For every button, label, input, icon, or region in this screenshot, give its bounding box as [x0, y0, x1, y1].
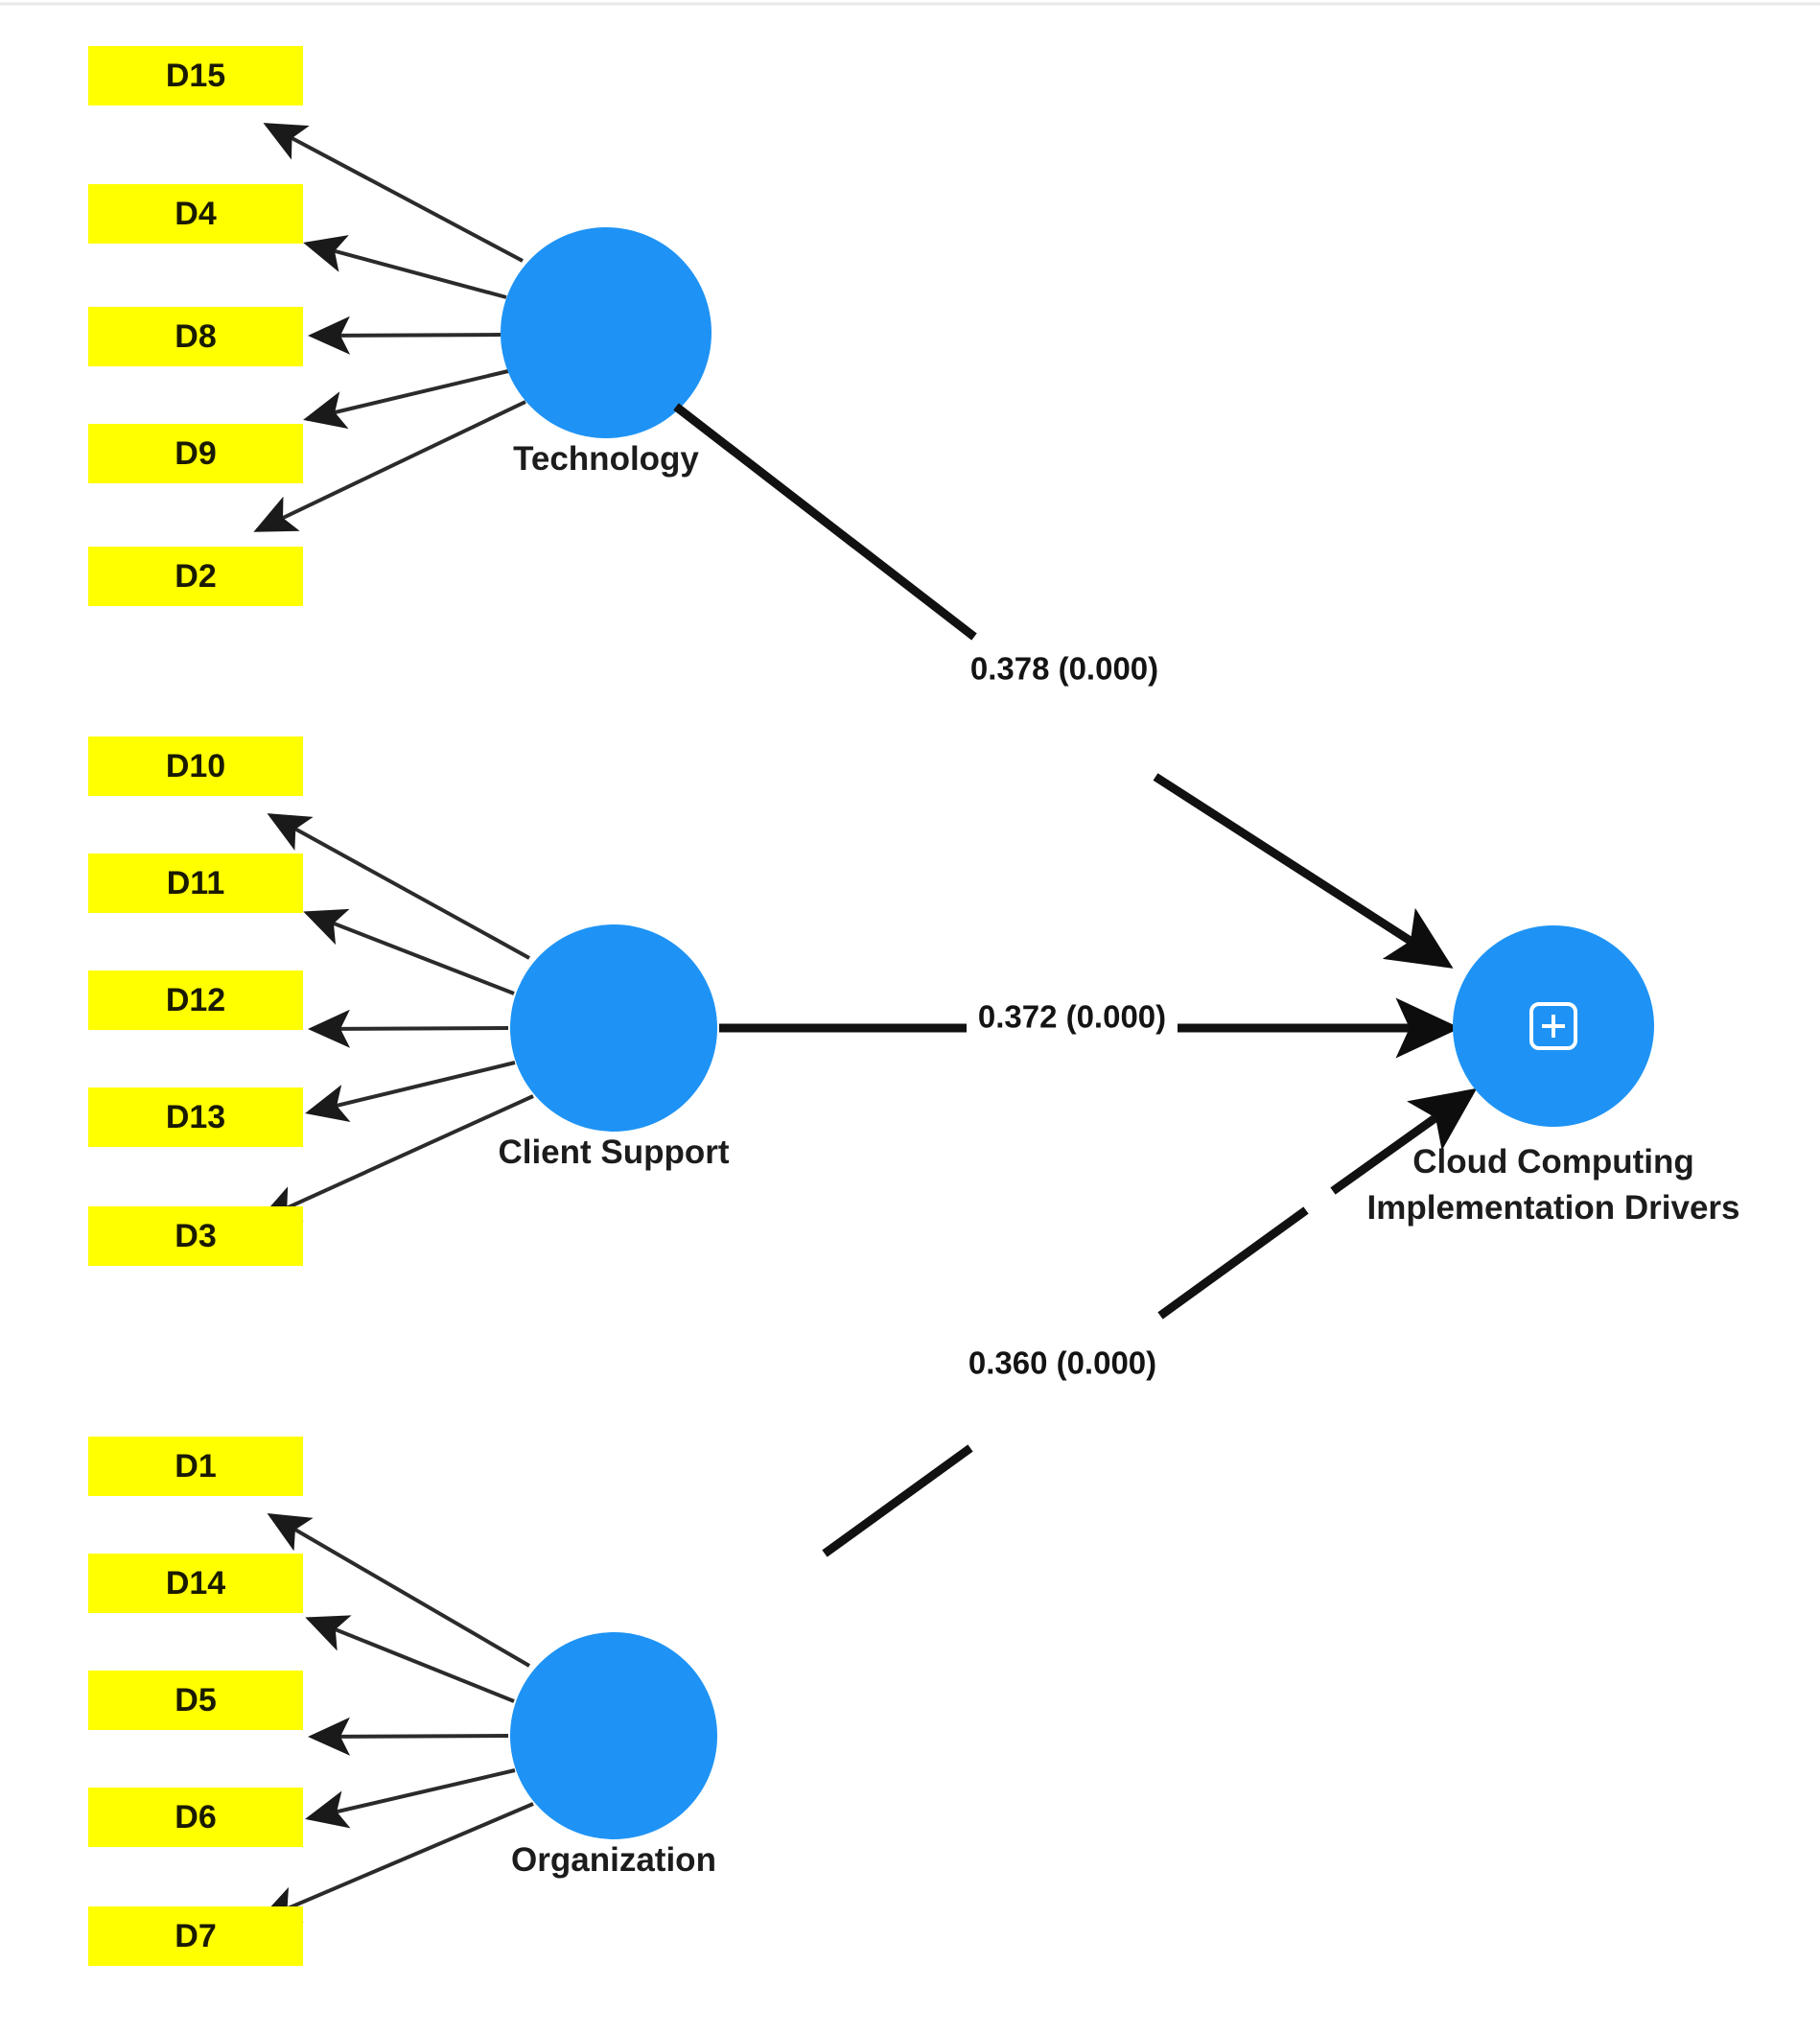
- construct-label-outcome-line1: Cloud Computing: [1412, 1143, 1694, 1181]
- indicator-box-D11[interactable]: D11: [88, 853, 303, 913]
- indicator-rect: [88, 424, 303, 483]
- indicator-box-D8[interactable]: D8: [88, 307, 303, 366]
- loading-arrow-technology-D4: [303, 235, 507, 299]
- indicator-box-D13[interactable]: D13: [88, 1087, 303, 1147]
- indicator-label: D13: [166, 1099, 225, 1135]
- plus-icon-frame: [1529, 1002, 1577, 1050]
- indicator-rect: [88, 1437, 303, 1496]
- indicator-rect: [88, 1788, 303, 1847]
- loading-arrow-organization-D14: [305, 1615, 515, 1703]
- indicator-box-D3[interactable]: D3: [88, 1206, 303, 1266]
- coefficient-label-technology: 0.378 (0.000): [970, 651, 1158, 687]
- loading-arrow-client-support-D13: [305, 1061, 516, 1123]
- construct-label-technology: Technology: [513, 440, 699, 478]
- loading-arrow-technology-D9: [303, 369, 509, 430]
- loading-arrow-client-support-D12: [308, 1009, 509, 1048]
- client-support-cluster: D10 D11 D12 D13 D3 Client Support: [88, 736, 730, 1266]
- indicator-box-D10[interactable]: D10: [88, 736, 303, 796]
- technology-cluster: D15 D4 D8 D9 D2 Technology: [88, 46, 712, 606]
- coefficient-label-organization: 0.360 (0.000): [968, 1345, 1156, 1381]
- indicator-label: D14: [166, 1565, 225, 1601]
- construct-label-client-support: Client Support: [498, 1134, 729, 1171]
- indicator-rect: [88, 1087, 303, 1147]
- indicator-box-D15[interactable]: D15: [88, 46, 303, 105]
- indicator-box-D12[interactable]: D12: [88, 970, 303, 1030]
- indicator-rect: [88, 736, 303, 796]
- path-segment-upper-a: [673, 403, 977, 641]
- indicator-box-D2[interactable]: D2: [88, 547, 303, 606]
- plus-in-square-icon: [1529, 1002, 1577, 1050]
- indicator-box-D9[interactable]: D9: [88, 424, 303, 483]
- indicator-label: D12: [166, 982, 225, 1018]
- indicator-label: D8: [175, 318, 216, 355]
- path-segment-lower-c: [1330, 1087, 1478, 1195]
- loading-arrow-organization-D1: [267, 1512, 531, 1668]
- construct-label-organization: Organization: [511, 1841, 716, 1879]
- indicator-rect: [88, 1554, 303, 1613]
- coefficient-label-client-support: 0.372 (0.000): [978, 999, 1166, 1035]
- loading-arrow-client-support-D11: [303, 908, 515, 995]
- structural-path-organization-to-outcome[interactable]: 0.360 (0.000): [822, 1087, 1478, 1557]
- path-segment-upper-b: [1153, 773, 1454, 969]
- indicator-rect: [88, 1906, 303, 1966]
- path-segment-lower-a: [822, 1444, 973, 1557]
- path-segment-lower-b: [1157, 1206, 1309, 1320]
- indicator-box-D6[interactable]: D6: [88, 1788, 303, 1847]
- loading-arrow-organization-D6: [305, 1768, 516, 1829]
- indicator-rect: [88, 853, 303, 913]
- indicator-label: D10: [166, 748, 225, 784]
- indicator-label: D5: [175, 1682, 216, 1718]
- indicator-label: D11: [167, 865, 225, 901]
- indicator-box-D5[interactable]: D5: [88, 1671, 303, 1730]
- loading-arrow-client-support-D10: [267, 813, 530, 960]
- indicator-rect: [88, 1206, 303, 1266]
- construct-circle-client-support[interactable]: [510, 924, 717, 1132]
- loading-arrow-technology-D15: [263, 123, 524, 263]
- indicator-label: D9: [175, 435, 216, 472]
- loading-arrow-technology-D8: [308, 316, 502, 355]
- indicator-rect: [88, 1671, 303, 1730]
- structural-path-technology-to-outcome[interactable]: 0.378 (0.000): [673, 403, 1454, 969]
- construct-label-outcome-line2: Implementation Drivers: [1367, 1189, 1740, 1227]
- indicator-rect: [88, 184, 303, 244]
- indicator-box-D7[interactable]: D7: [88, 1906, 303, 1966]
- indicator-label: D4: [175, 196, 217, 232]
- indicator-label: D1: [175, 1448, 216, 1485]
- indicator-label: D15: [166, 58, 225, 94]
- loading-arrow-client-support-D3: [257, 1094, 534, 1222]
- loading-arrow-organization-D5: [308, 1717, 509, 1756]
- loading-arrow-technology-D2: [253, 400, 526, 532]
- construct-circle-organization[interactable]: [510, 1632, 717, 1839]
- indicator-box-D14[interactable]: D14: [88, 1554, 303, 1613]
- indicator-rect: [88, 970, 303, 1030]
- structural-path-client-support-to-outcome[interactable]: 0.372 (0.000): [719, 997, 1460, 1059]
- indicator-label: D3: [175, 1218, 216, 1254]
- indicator-rect: [88, 307, 303, 366]
- indicator-box-D1[interactable]: D1: [88, 1437, 303, 1496]
- indicator-label: D6: [175, 1799, 216, 1835]
- indicator-label: D7: [175, 1918, 216, 1954]
- construct-circle-technology[interactable]: [501, 227, 712, 438]
- organization-cluster: D1 D14 D5 D6 D7 Organization: [88, 1437, 717, 1966]
- indicator-rect: [88, 46, 303, 105]
- endogenous-construct-cloud-computing[interactable]: Cloud Computing Implementation Drivers: [1367, 925, 1740, 1227]
- indicator-label: D2: [175, 558, 216, 595]
- indicator-box-D4[interactable]: D4: [88, 184, 303, 244]
- loading-arrow-organization-D7: [257, 1802, 534, 1923]
- indicator-rect: [88, 547, 303, 606]
